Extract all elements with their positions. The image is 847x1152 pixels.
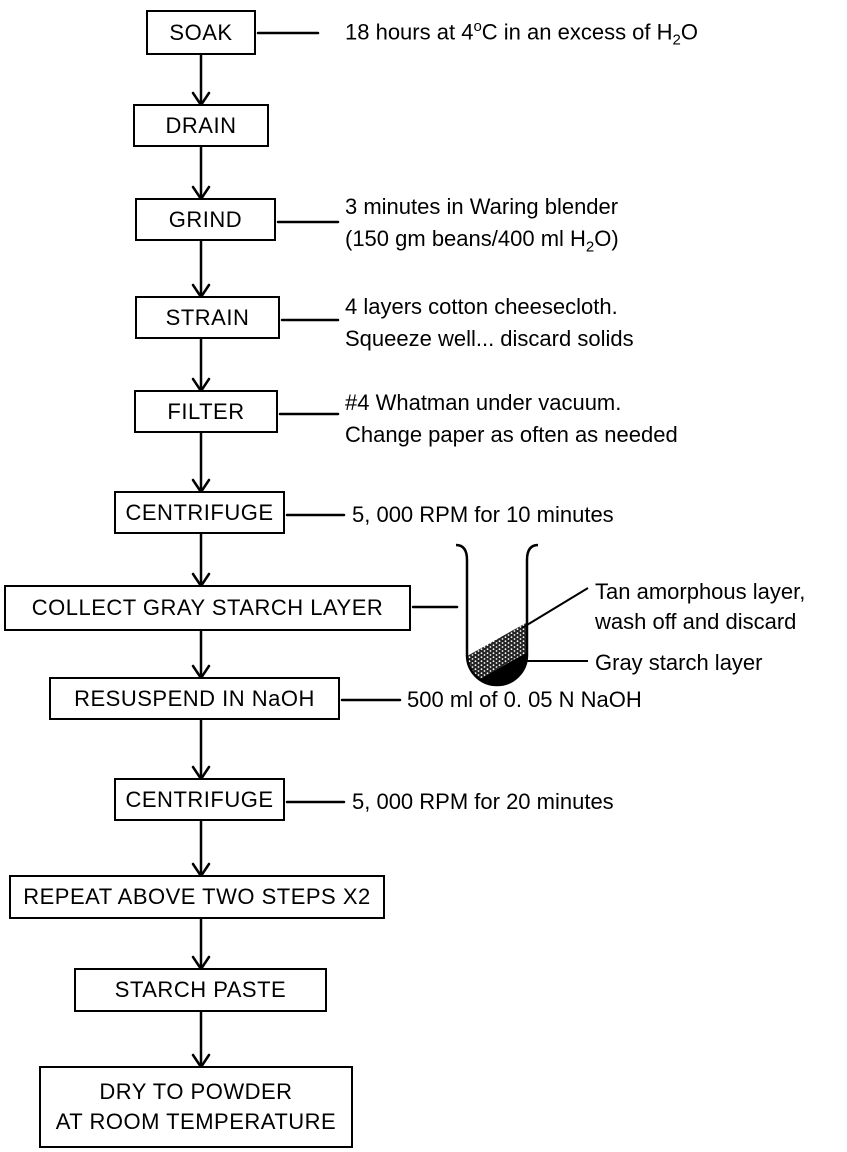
arrow-soak-to-drain [191,53,211,108]
step-starch-paste: STARCH PASTE [74,968,327,1012]
note-grind-line-1: 3 minutes in Waring blender [345,194,619,219]
note-filter: #4 Whatman under vacuum. Change paper as… [345,387,678,451]
arrow-strain-to-filter [191,337,211,394]
arrow-centrifuge-to-collect [191,532,211,589]
arrow-collect-to-resuspend [191,629,211,681]
tan-layer-label: Tan amorphous layer, wash off and discar… [595,577,805,636]
arrow-filter-to-centrifuge [191,431,211,495]
step-filter: FILTER [134,390,278,433]
tan-layer-leader [521,587,589,629]
note-centrifuge-2: 5, 000 RPM for 20 minutes [352,789,614,814]
tan-layer-band [467,615,527,685]
tube-outline [455,543,539,687]
step-strain: STRAIN [135,296,280,339]
step-repeat: REPEAT ABOVE TWO STEPS X2 [9,875,385,919]
note-filter-line-1: #4 Whatman under vacuum. [345,390,622,415]
arrow-centrifuge-to-repeat [191,819,211,879]
step-drain: DRAIN [133,104,269,147]
arrow-repeat-to-paste [191,917,211,972]
gray-layer-label: Gray starch layer [595,650,763,675]
step-resuspend-naoh: RESUSPEND IN NaOH [49,677,340,720]
step-centrifuge-1: CENTRIFUGE [114,491,285,534]
tan-label-line-2: wash off and discard [595,608,797,634]
note-resuspend: 500 ml of 0. 05 N NaOH [407,687,642,712]
note-filter-line-2: Change paper as often as needed [345,421,678,447]
arrow-grind-to-strain [191,239,211,300]
arrow-resuspend-to-centrifuge [191,718,211,782]
step-dry-to-powder: DRY TO POWDER AT ROOM TEMPERATURE [39,1066,353,1148]
tan-label-line-1: Tan amorphous layer, [595,579,806,604]
test-tube-drawing [455,543,589,687]
step-centrifuge-2: CENTRIFUGE [114,778,285,821]
note-strain-line-2: Squeeze well... discard solids [345,325,634,351]
dry-line-2: AT ROOM TEMPERATURE [55,1109,337,1134]
step-collect-gray-starch: COLLECT GRAY STARCH LAYER [4,585,411,631]
note-grind-line-2: (150 gm beans/400 ml H2O) [345,225,619,256]
gray-starch-layer [467,645,527,685]
arrow-paste-to-dry [191,1010,211,1070]
note-centrifuge-1: 5, 000 RPM for 10 minutes [352,502,614,527]
note-strain: 4 layers cotton cheesecloth. Squeeze wel… [345,291,634,355]
note-strain-line-1: 4 layers cotton cheesecloth. [345,294,618,319]
arrow-drain-to-grind [191,145,211,202]
step-soak: SOAK [146,10,256,55]
note-soak: 18 hours at 4oC in an excess of H2O [345,18,698,49]
note-grind: 3 minutes in Waring blender (150 gm bean… [345,191,619,258]
dry-line-1: DRY TO POWDER [99,1079,293,1105]
step-grind: GRIND [135,198,276,241]
